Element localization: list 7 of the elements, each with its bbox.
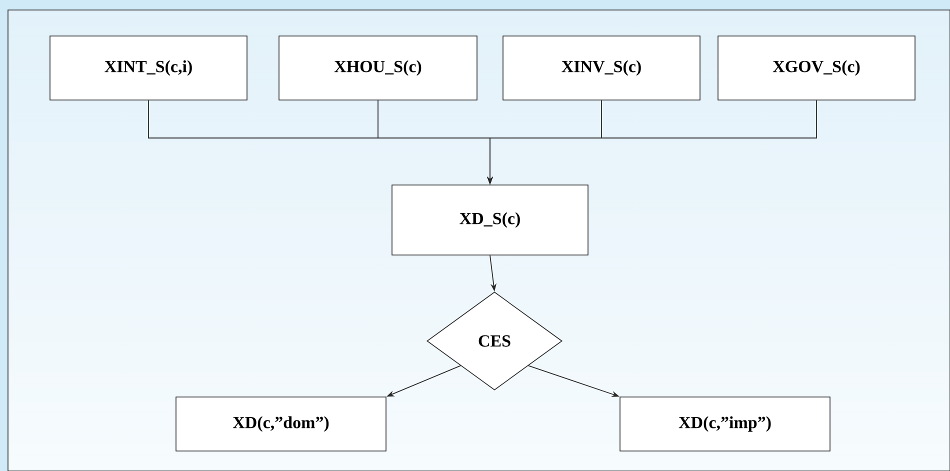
process-box: XGOV_S(c): [718, 36, 916, 100]
process-box: XHOU_S(c): [278, 36, 478, 100]
process-box: XINT_S(c,i): [50, 36, 248, 100]
process-box: XINV_S(c): [502, 36, 700, 100]
process-box: XD(c,”dom”): [176, 396, 386, 452]
process-box: XD_S(c): [392, 184, 588, 256]
process-box: XD(c,”imp”): [620, 396, 830, 452]
